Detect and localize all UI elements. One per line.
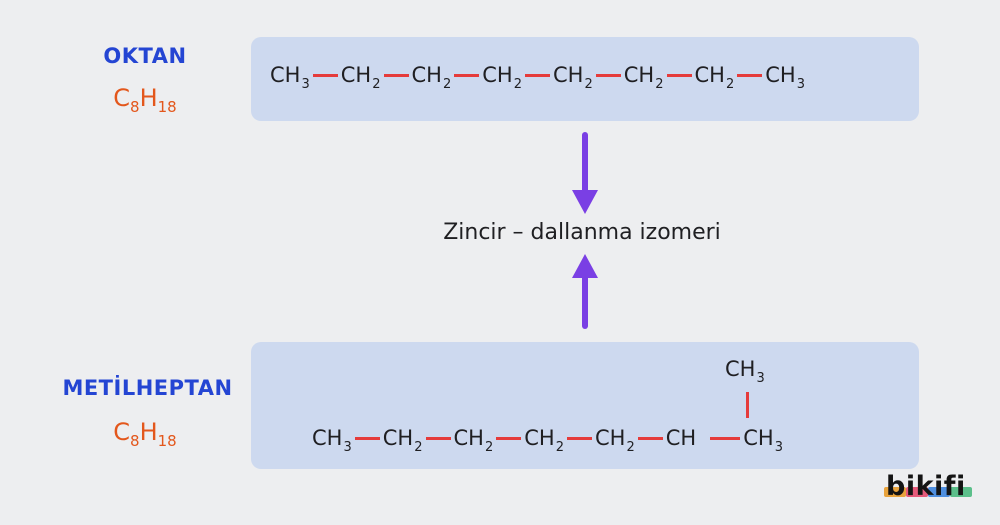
formula-h: H — [139, 84, 158, 112]
top-molecule-formula: C8H18 — [60, 84, 230, 116]
logo-text: bikifi — [886, 471, 966, 502]
group-base: CH — [765, 63, 796, 87]
group-subscript: 2 — [372, 77, 381, 92]
bottom-molecule-name: METİLHEPTAN — [62, 376, 233, 400]
group-subscript: 2 — [655, 77, 664, 92]
formula-h: H — [139, 418, 158, 446]
group-base: CH — [382, 426, 414, 450]
formula-c-subscript: 8 — [130, 432, 140, 450]
group-base: CH — [453, 426, 484, 450]
branch-subscript: 3 — [756, 371, 765, 386]
top-molecule-name: OKTAN — [103, 44, 187, 68]
group-base: CH — [524, 426, 555, 450]
logo-bar — [928, 487, 950, 497]
bond — [312, 73, 338, 77]
group-base: CH — [595, 426, 626, 450]
group-base: CH — [270, 63, 301, 87]
group-subscript: 2 — [513, 77, 522, 92]
group-base: CH — [553, 63, 584, 87]
group-subscript: 2 — [484, 440, 494, 455]
group-base: CH — [665, 426, 697, 450]
bond — [354, 436, 380, 440]
branch-bond — [746, 392, 749, 418]
group-base: CH — [623, 63, 655, 87]
branch-base: CH — [725, 357, 756, 381]
bond — [525, 73, 550, 77]
logo-bar — [950, 487, 972, 497]
group-base: CH — [340, 63, 372, 87]
formula-c-subscript: 8 — [130, 98, 140, 116]
logo-bar — [884, 487, 906, 497]
bottom-molecule-formula: C8H18 — [60, 418, 230, 450]
chain-group: CH — [666, 426, 697, 450]
bond — [666, 73, 692, 77]
arrow-up-head — [572, 254, 598, 278]
formula-h-subscript: 18 — [157, 98, 177, 116]
group-subscript: 2 — [414, 440, 423, 455]
bottom-structure-box — [251, 342, 919, 469]
formula-c: C — [113, 84, 131, 112]
group-base: CH — [482, 63, 513, 87]
bond — [454, 73, 480, 77]
group-base: CH — [411, 63, 442, 87]
logo-bar — [906, 487, 928, 497]
isomer-relation-label: Zincir – dallanma izomeri — [443, 220, 721, 245]
bond — [637, 436, 663, 440]
bikifi-logo: bikifi — [884, 471, 974, 505]
group-base: CH — [743, 426, 774, 450]
group-subscript: 3 — [774, 440, 783, 455]
bond — [425, 436, 451, 440]
group-subscript: 2 — [442, 77, 452, 92]
group-subscript: 2 — [555, 440, 564, 455]
group-subscript: 2 — [584, 77, 593, 92]
group-subscript: 2 — [725, 77, 735, 92]
formula-c: C — [113, 418, 131, 446]
top-structure-box — [251, 37, 919, 121]
group-base: CH — [694, 63, 725, 87]
group-subscript: 3 — [301, 77, 310, 92]
bond — [383, 73, 409, 77]
group-base: CH — [312, 426, 343, 450]
formula-h-subscript: 18 — [157, 432, 177, 450]
group-subscript: 3 — [343, 440, 352, 455]
arrow-down-head — [572, 190, 598, 214]
bond — [737, 73, 763, 77]
arrows — [572, 132, 598, 329]
group-subscript: 2 — [626, 440, 635, 455]
bond — [496, 436, 522, 440]
bond — [567, 436, 592, 440]
bond — [595, 73, 621, 77]
bond — [710, 436, 741, 440]
group-subscript: 3 — [796, 77, 805, 92]
